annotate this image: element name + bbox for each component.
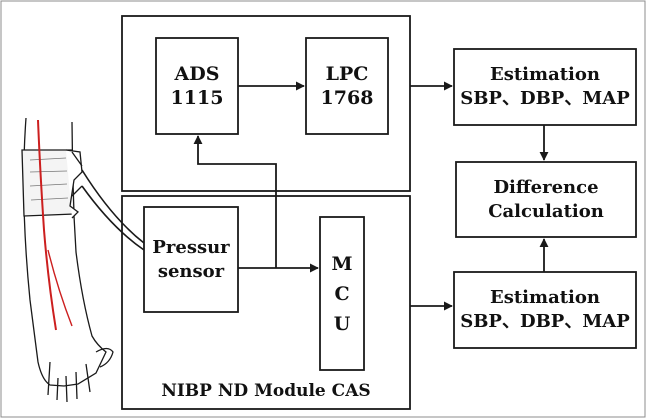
cuff xyxy=(21,149,75,217)
arrow-sensor-to-ads xyxy=(193,135,277,268)
module-label: NIBP ND Module CAS xyxy=(161,381,371,401)
estimation-bottom-values: SBP、DBP、MAP xyxy=(460,311,630,332)
lpc-line1: LPC xyxy=(325,63,369,85)
difference-label: Difference Calculation xyxy=(456,162,636,237)
mcu-letter-u: U xyxy=(333,312,351,335)
lpc1768-box xyxy=(305,37,389,135)
pressure-sensor-label: Pressur sensor xyxy=(144,207,238,312)
mcu-letter-m: M xyxy=(331,252,353,275)
estimation-top-label: Estimation SBP、DBP、MAP xyxy=(454,49,636,125)
mcu-label: M C U xyxy=(320,217,364,370)
estimation-bottom-label: Estimation SBP、DBP、MAP xyxy=(454,272,636,348)
difference-line2: Calculation xyxy=(488,200,604,222)
artery xyxy=(37,119,57,331)
lpc1768-label: LPC 1768 xyxy=(306,38,388,134)
estimation-bottom-box xyxy=(453,271,637,349)
mcu-box xyxy=(319,216,365,371)
pressure-sensor-box xyxy=(143,206,239,313)
pressure-sensor-line2: sensor xyxy=(157,260,225,282)
arm-cuff-illustration xyxy=(21,117,114,403)
estimation-bottom-title: Estimation xyxy=(490,287,600,308)
mcu-letter-c: C xyxy=(334,282,350,305)
cuff-hose xyxy=(81,169,145,244)
nibp-module-box xyxy=(121,195,411,410)
estimation-top-values: SBP、DBP、MAP xyxy=(460,88,630,109)
difference-box xyxy=(455,161,637,238)
lpc-line2: 1768 xyxy=(320,87,374,109)
difference-line1: Difference xyxy=(493,176,599,198)
cuff-clip xyxy=(65,149,83,219)
ads-line1: ADS xyxy=(174,63,220,85)
estimation-top-box xyxy=(453,48,637,126)
pressure-sensor-line1: Pressur xyxy=(152,236,230,258)
estimation-top-title: Estimation xyxy=(490,64,600,85)
upper-module-box xyxy=(121,15,411,192)
ads1115-label: ADS 1115 xyxy=(156,38,238,134)
ads-line2: 1115 xyxy=(170,87,224,109)
